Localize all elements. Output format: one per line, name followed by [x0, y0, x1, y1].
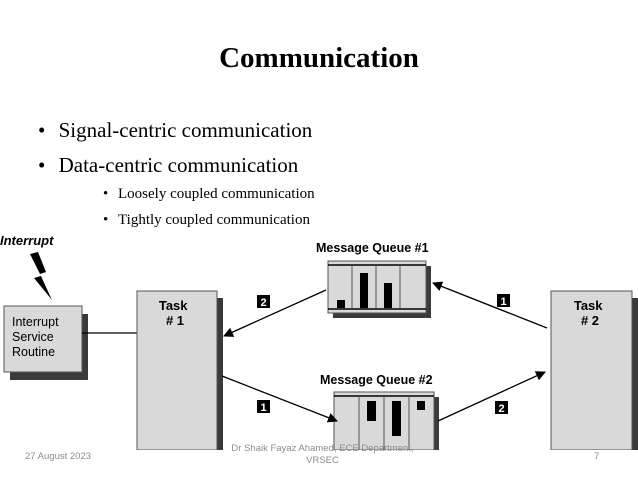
step-badge: 1 — [497, 294, 510, 308]
task1-box — [136, 290, 218, 450]
queue1-label: Message Queue #1 — [316, 241, 429, 255]
bullet-dot: • — [103, 212, 109, 228]
message-queue-1 — [327, 260, 431, 318]
arrow-task2-to-queue1 — [432, 281, 548, 329]
step-badge: 1 — [257, 400, 270, 414]
footer-author-line: VRSEC — [306, 455, 339, 466]
bullet-dot: • — [38, 153, 46, 177]
bullet-dot: • — [38, 118, 46, 142]
step-badge: 2 — [257, 295, 270, 309]
footer-author-line: Dr Shaik Fayaz Ahamed, ECE Department, — [231, 443, 414, 454]
task2-box — [550, 290, 633, 450]
bullet-text: Signal-centric communication — [58, 118, 313, 142]
svg-text:1: 1 — [500, 296, 506, 308]
footer-page-number: 7 — [594, 451, 600, 462]
arrow-queue1-to-task1 — [223, 289, 327, 337]
sub-bullet-item: • Tightly coupled communication — [103, 212, 310, 229]
isr-label: Interrupt Service Routine — [12, 315, 62, 359]
bullet-dot: • — [103, 186, 109, 202]
svg-text:2: 2 — [498, 403, 504, 415]
bullet-item: • Signal-centric communication — [38, 118, 312, 143]
lightning-icon — [30, 252, 52, 300]
task2-label: Task # 2 — [574, 298, 606, 328]
bullet-item: • Data-centric communication — [38, 153, 298, 178]
communication-diagram: Interrupt Interrupt Service Routine Task… — [0, 233, 638, 450]
svg-text:2: 2 — [260, 297, 266, 309]
footer-date: 27 August 2023 — [25, 451, 92, 462]
task1-label: Task # 1 — [159, 298, 191, 328]
interrupt-label: Interrupt — [0, 233, 54, 248]
svg-text:1: 1 — [260, 402, 266, 414]
bullet-text: Data-centric communication — [58, 153, 299, 177]
slide-title: Communication — [219, 42, 419, 74]
isr-box — [3, 305, 83, 373]
queue2-label: Message Queue #2 — [320, 373, 433, 387]
sub-bullet-item: • Loosely coupled communication — [103, 186, 315, 203]
arrow-queue2-to-task2 — [437, 371, 546, 422]
arrow-task1-to-queue2 — [221, 375, 338, 423]
sub-bullet-text: Loosely coupled communication — [118, 186, 315, 202]
message-queue-2 — [333, 391, 439, 450]
sub-bullet-text: Tightly coupled communication — [118, 212, 310, 228]
step-badge: 2 — [495, 401, 508, 415]
footer-author: Dr Shaik Fayaz Ahamed, ECE Department, V… — [210, 443, 435, 467]
